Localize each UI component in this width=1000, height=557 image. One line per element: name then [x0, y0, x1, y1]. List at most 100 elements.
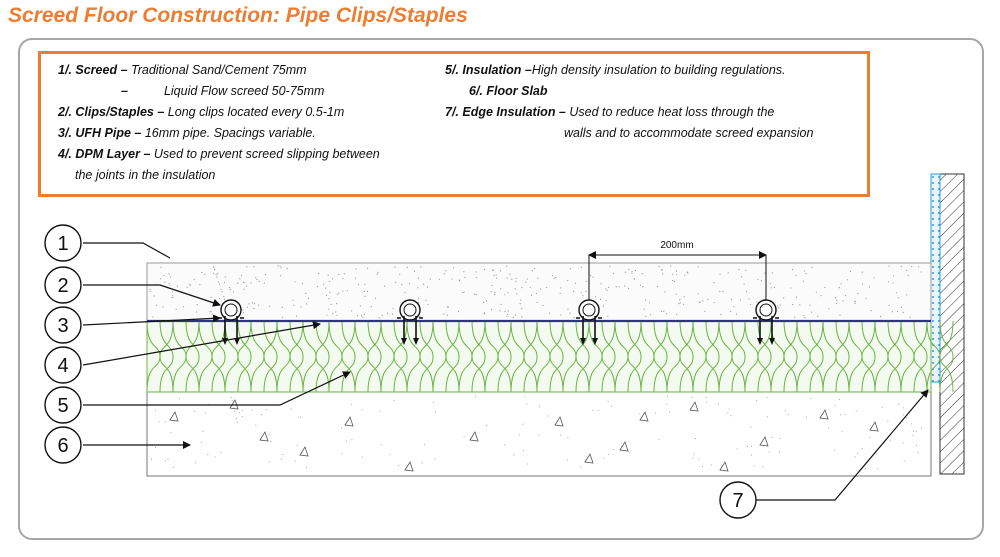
screed-dot	[318, 273, 320, 275]
legend-number: 6/.	[469, 84, 483, 98]
screed-dot	[809, 304, 811, 306]
screed-dot	[631, 270, 633, 272]
slab-dot	[230, 396, 232, 398]
screed-dot	[861, 271, 864, 273]
legend-item-7: 7/. Edge Insulation – Used to reduce hea…	[445, 104, 774, 120]
legend-description: Used to prevent screed slipping between	[153, 147, 380, 161]
screed-dot	[307, 297, 310, 299]
insulation-loop	[328, 355, 356, 393]
screed-dot	[282, 316, 284, 318]
screed-dot	[325, 287, 327, 289]
screed-dot	[771, 272, 773, 274]
screed-dot	[496, 277, 498, 279]
screed-dot	[483, 268, 486, 271]
screed-dot	[672, 280, 674, 282]
screed-dot	[149, 288, 151, 290]
screed-dot	[730, 310, 732, 312]
legend-number: 2/.	[58, 105, 72, 119]
screed-dot	[293, 304, 295, 306]
slab-dot	[639, 413, 641, 415]
slab-dot	[290, 408, 292, 410]
screed-dot	[673, 280, 676, 282]
insulation-loop	[718, 355, 746, 393]
slab-dot	[607, 400, 609, 402]
slab-dot	[263, 439, 265, 441]
callout-3: 3	[44, 306, 82, 344]
screed-dot	[896, 310, 899, 313]
screed-dot	[602, 305, 605, 307]
slab-dot	[890, 439, 892, 441]
slab-dot	[170, 432, 172, 434]
screed-dot	[633, 278, 635, 280]
slab-dot	[434, 458, 436, 460]
screed-dot	[363, 290, 365, 292]
dimension-label: 200mm	[660, 240, 693, 251]
screed-dot	[201, 271, 203, 274]
insulation-loop	[835, 320, 850, 393]
screed-dot	[704, 310, 706, 312]
screed-dot	[360, 315, 363, 317]
pipe-outer	[220, 299, 242, 321]
aggregate-mark	[819, 409, 829, 420]
slab-dot	[522, 423, 524, 425]
screed-dot	[639, 284, 642, 286]
insulation-loop	[523, 320, 538, 393]
slab-dot	[602, 457, 604, 459]
aggregate-mark	[584, 453, 594, 464]
insulation-loop	[458, 355, 486, 393]
screed-dot	[224, 276, 226, 278]
screed-dot	[590, 274, 592, 277]
screed-dot	[662, 269, 664, 271]
slab-dot	[379, 411, 381, 413]
slab-dot	[917, 452, 919, 454]
screed-dot	[346, 290, 348, 292]
insulation-loop	[432, 355, 460, 393]
legend-item-7b: walls and to accommodate screed expansio…	[564, 125, 813, 141]
screed-dot	[811, 266, 813, 269]
screed-dot	[171, 297, 173, 299]
insulation-loop	[614, 355, 642, 393]
insulation-loop	[198, 355, 226, 393]
slab-dot	[155, 447, 156, 449]
slab-dot	[668, 411, 670, 413]
screed-dot	[464, 277, 466, 279]
slab-dot	[233, 407, 235, 409]
screed-dot	[662, 273, 664, 275]
slab-dot	[195, 462, 197, 464]
screed-dot	[330, 303, 332, 306]
slab-dot	[252, 409, 254, 411]
screed-dot	[778, 307, 780, 309]
screed-dot	[663, 310, 665, 312]
screed-dot	[328, 280, 330, 282]
pipe-with-clip	[397, 299, 423, 345]
insulation-loop	[939, 320, 954, 393]
screed-dot	[857, 293, 859, 295]
screed-dot	[511, 278, 513, 280]
slab-dot	[784, 410, 786, 412]
screed-dot	[394, 266, 396, 268]
slab-dot	[828, 427, 830, 429]
screed-dot	[170, 276, 172, 278]
screed-dot	[526, 278, 528, 280]
slab-dot	[855, 410, 857, 412]
legend-item-2: 2/. Clips/Staples – Long clips located e…	[58, 104, 344, 120]
legend-item-5: 5/. Insulation –High density insulation …	[445, 62, 786, 78]
slab-dot	[560, 434, 562, 436]
screed-dot	[792, 269, 794, 271]
screed-dot	[743, 283, 745, 285]
screed-dot	[149, 290, 151, 292]
slab-dot	[236, 421, 238, 423]
legend-description: 16mm pipe. Spacings variable.	[144, 126, 316, 140]
slab-dot	[778, 451, 780, 453]
slab-dot	[598, 410, 600, 411]
slab-dot	[341, 452, 343, 454]
screed-dot	[713, 302, 715, 304]
screed-dot	[159, 278, 162, 280]
page-title: Screed Floor Construction: Pipe Clips/St…	[8, 4, 468, 27]
legend-separator: –	[153, 105, 168, 119]
screed-dot	[531, 270, 533, 272]
screed-dot	[575, 282, 577, 284]
slab-dot	[727, 412, 729, 414]
slab-dot	[856, 452, 858, 454]
insulation-batt-pattern	[146, 320, 954, 393]
